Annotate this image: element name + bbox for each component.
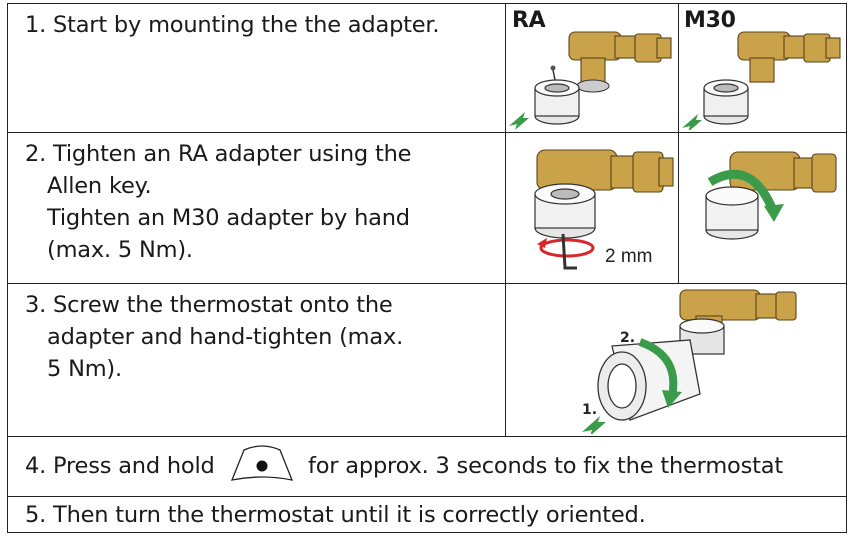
instruction-table xyxy=(7,3,847,533)
step-5-text: 5. Then turn the thermostat until it is … xyxy=(25,499,646,531)
step-4-after-text: for approx. 3 seconds to fix the thermos… xyxy=(308,450,783,482)
m30-adapter-illustration xyxy=(682,31,841,130)
step-line: adapter and hand-tighten (max. xyxy=(47,324,404,350)
row-divider xyxy=(7,132,847,133)
step-two-marker: 2. xyxy=(620,330,635,346)
step-1-text: 1. Start by mounting the the adapter. xyxy=(25,9,440,41)
step-line: 2. Tighten an RA adapter using the xyxy=(25,141,412,167)
step-line: 5. Then turn the thermostat until it is … xyxy=(25,502,646,528)
ra-header: RA xyxy=(512,8,546,33)
button-dot-icon xyxy=(230,445,294,481)
step-2-text: 2. Tighten an RA adapter using the Allen… xyxy=(25,138,411,266)
step-line: 5 Nm). xyxy=(47,356,122,382)
column-divider xyxy=(505,3,506,436)
step-line: Allen key. xyxy=(47,173,152,199)
row-divider xyxy=(7,496,847,497)
thermostat-mount-illustration: 2. 1. xyxy=(582,289,797,434)
step-line: 3. Screw the thermostat onto the xyxy=(25,292,393,318)
allen-key-size-label: 2 mm xyxy=(605,246,653,267)
step-one-marker: 1. xyxy=(582,402,597,418)
ra-tighten-illustration: 2 mm xyxy=(534,149,674,270)
step-line: 1. Start by mounting the the adapter. xyxy=(25,12,440,38)
step-line: (max. 5 Nm). xyxy=(47,237,193,263)
m30-header: M30 xyxy=(684,8,736,33)
row-divider xyxy=(7,283,847,284)
step-line: Tighten an M30 adapter by hand xyxy=(47,205,410,231)
step-3-text: 3. Screw the thermostat onto the adapter… xyxy=(25,289,403,385)
column-divider xyxy=(678,3,679,283)
step-4-text: 4. Press and hold xyxy=(25,450,215,482)
step-4-before: 4. Press and hold xyxy=(25,453,215,479)
step-4-after: for approx. 3 seconds to fix the thermos… xyxy=(308,453,783,479)
ra-adapter-illustration xyxy=(509,31,672,130)
row-divider xyxy=(7,436,847,437)
m30-tighten-illustration xyxy=(705,151,837,240)
